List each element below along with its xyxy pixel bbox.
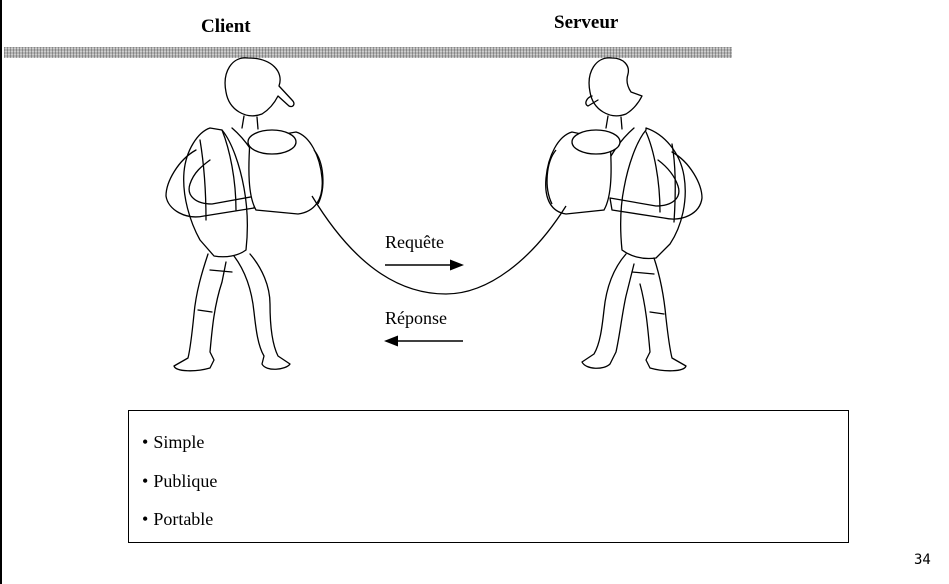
client-can [247,129,324,215]
response-arrow [384,335,463,347]
feature-label: Portable [153,509,214,529]
server-left-leg [581,253,635,369]
client-neck [241,115,259,130]
bullet-glyph: • [142,509,149,529]
client-head [224,57,295,117]
client-right-leg [233,253,291,370]
feature-item-simple: •Simple [142,432,204,453]
server-can [545,129,621,215]
server-torso [620,127,686,260]
server-neck [605,115,623,130]
server-label: Serveur [554,12,619,33]
server-right-leg [639,257,687,372]
request-label: Requête [385,232,444,252]
slide-left-border [0,0,2,584]
connection-string [311,195,567,295]
server-head [585,57,643,117]
bullet-glyph: • [142,471,149,491]
client-knee-detail [197,269,233,313]
client-left-leg [173,253,227,372]
page-number: 34 [914,552,931,568]
server-figure [569,57,703,372]
feature-label: Simple [153,432,205,452]
server-knee-detail [631,271,665,315]
request-arrow [385,259,464,271]
server-right-arm [609,151,703,220]
bullet-glyph: • [142,432,149,452]
feature-item-publique: •Publique [142,471,217,492]
client-torso-detail [199,129,237,221]
feature-item-portable: •Portable [142,509,213,530]
client-figure [165,57,297,372]
response-label: Réponse [385,308,447,328]
hatched-bar [4,47,732,58]
features-box: •Simple •Publique •Portable [128,410,849,543]
client-label: Client [201,16,251,37]
tin-can-phone-diagram [165,57,703,372]
feature-label: Publique [153,471,218,491]
client-torso [183,127,248,258]
